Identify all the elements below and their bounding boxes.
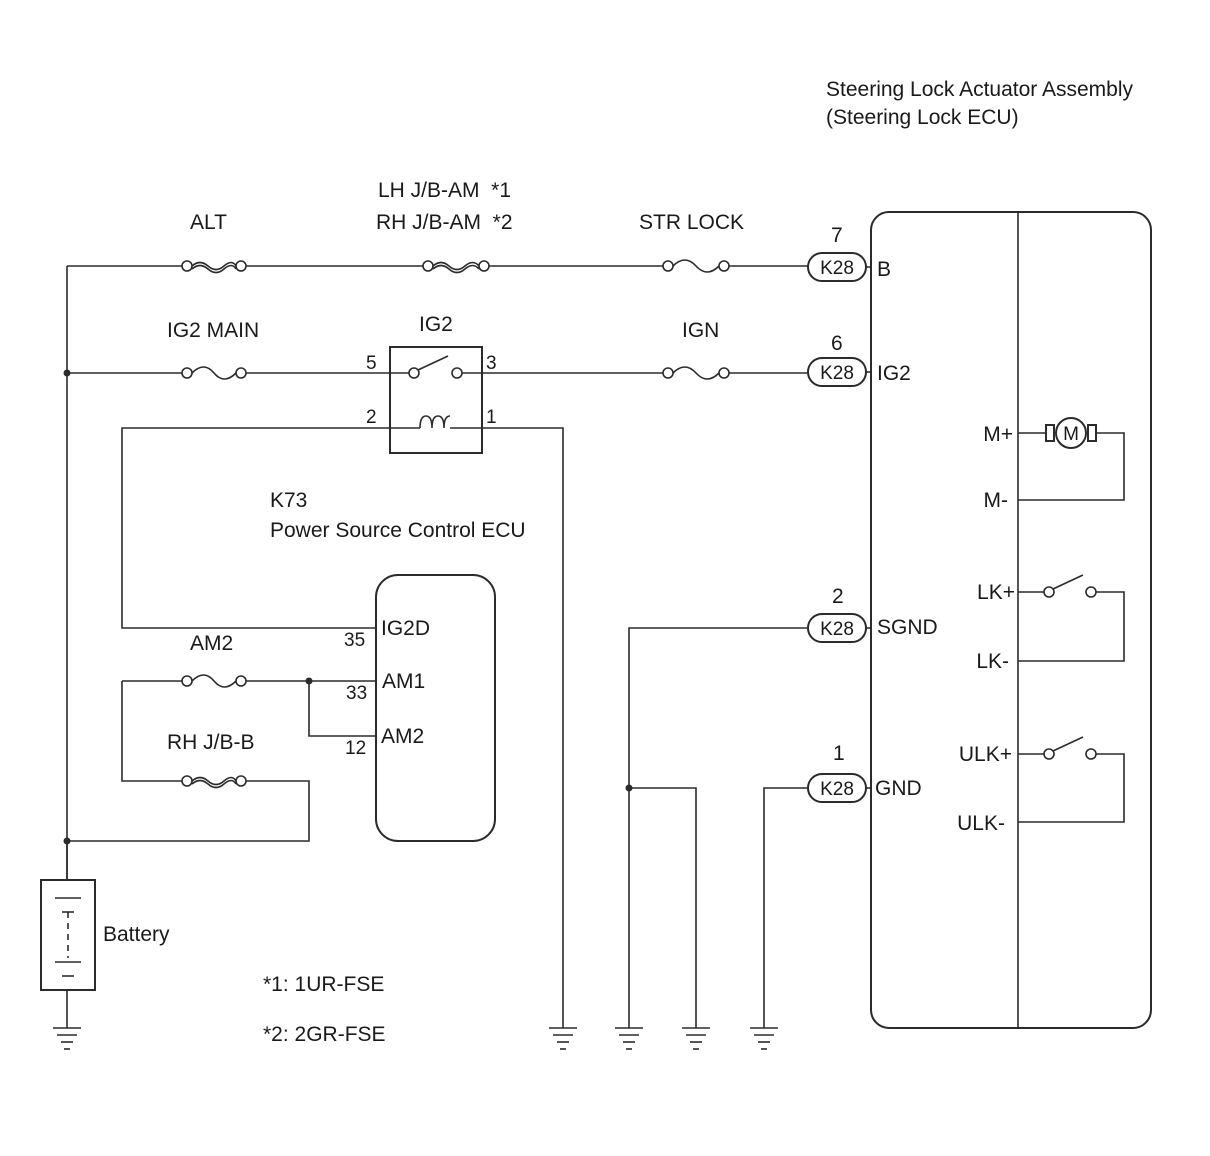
ground-icon	[750, 1027, 778, 1050]
power-ecu-pin-33: 33	[346, 683, 367, 704]
fuse-rh-jb-b-symbol	[181, 775, 247, 789]
motor-circuit-wire	[1018, 432, 1125, 501]
motor-symbol-label: M	[1063, 424, 1079, 445]
note-2: *2: 2GR-FSE	[263, 1023, 386, 1046]
junction-dot	[305, 677, 313, 685]
steering-ecu-title: Steering Lock Actuator Assembly	[826, 78, 1133, 101]
fuse-jb-am-label-2: RH J/B-AM *2	[376, 211, 513, 234]
fuse-jb-am-symbol	[422, 260, 490, 274]
pin-name-ig2: IG2	[877, 362, 911, 385]
fuse-alt-label: ALT	[190, 211, 227, 234]
fuse-str-lock-label: STR LOCK	[639, 211, 744, 234]
ground-icon	[53, 1027, 81, 1050]
note-1: *1: 1UR-FSE	[263, 973, 384, 996]
lk-pos-label: LK+	[977, 581, 1015, 604]
power-ecu-pin-am2: AM2	[381, 725, 424, 748]
junction-dot	[63, 837, 71, 845]
steering-ecu-subtitle: (Steering Lock ECU)	[826, 106, 1019, 129]
steering-lock-ecu-box	[870, 211, 1152, 1029]
ulk-pos-label: ULK+	[959, 743, 1012, 766]
battery-label: Battery	[103, 923, 170, 946]
ulk-switch-wire	[1018, 753, 1125, 823]
fuse-ign-symbol	[662, 366, 730, 380]
fuse-alt-symbol	[181, 260, 247, 274]
am2-wire	[308, 681, 376, 737]
ulk-switch-icon	[1043, 736, 1097, 760]
power-ecu-pin-ig2d: IG2D	[381, 617, 430, 640]
relay-pin-5: 5	[366, 353, 377, 374]
ulk-neg-label: ULK-	[957, 812, 1005, 835]
junction-dot	[625, 784, 633, 792]
relay-coil-icon	[419, 415, 451, 429]
k28-pin-2: 2	[832, 585, 844, 608]
fuse-rh-jb-b-label: RH J/B-B	[167, 731, 255, 754]
k28-pin-1: 1	[833, 742, 845, 765]
relay-contact-arm	[417, 355, 449, 371]
rh-jb-b-wire	[67, 681, 310, 842]
fuse-am2-symbol	[181, 674, 247, 688]
power-ecu-code: K73	[270, 489, 307, 512]
junction-dots	[63, 369, 633, 845]
ig2d-wire	[121, 427, 390, 629]
ground-icon	[682, 1027, 710, 1050]
motor-icon	[1045, 417, 1097, 449]
relay-box	[389, 346, 483, 454]
motor-pos-label: M+	[983, 423, 1013, 446]
fuse-ign-label: IGN	[682, 319, 719, 342]
fuse-str-lock-symbol	[662, 259, 730, 273]
relay-pin-1: 1	[486, 407, 497, 428]
motor-neg-label: M-	[984, 489, 1009, 512]
battery-icon	[40, 879, 96, 991]
ground-icon	[615, 1027, 643, 1050]
lk-neg-label: LK-	[976, 650, 1009, 673]
fuse-am2-label: AM2	[190, 632, 233, 655]
lk-switch-icon	[1043, 574, 1097, 598]
k28-pin-6: 6	[831, 332, 843, 355]
relay-coil-ground-wire	[482, 427, 564, 1028]
sgnd-wire	[628, 627, 808, 1028]
pin-name-sgnd: SGND	[877, 616, 938, 639]
k28-pin-7: 7	[831, 224, 843, 247]
relay-ig2	[389, 346, 483, 454]
pin-name-b: B	[877, 258, 891, 281]
k28-label: K28	[820, 258, 854, 279]
relay-pin-2: 2	[366, 407, 377, 428]
fuse-jb-am-label-1: LH J/B-AM *1	[378, 179, 511, 202]
junction-dot	[63, 369, 71, 377]
pin-name-gnd: GND	[875, 777, 922, 800]
k28-label: K28	[820, 779, 854, 800]
power-source-ecu-box	[375, 574, 496, 842]
fuse-ig2-main-label: IG2 MAIN	[167, 319, 259, 342]
lk-switch-wire	[1018, 591, 1125, 662]
power-ecu-pin-am1: AM1	[382, 670, 425, 693]
k28-label: K28	[820, 363, 854, 384]
relay-ig2-label: IG2	[419, 313, 453, 336]
power-ecu-name: Power Source Control ECU	[270, 519, 526, 542]
fuse-ig2-main-symbol	[181, 366, 247, 380]
power-ecu-pin-12: 12	[345, 738, 366, 759]
k28-connectors	[807, 252, 871, 803]
relay-pin-3: 3	[486, 353, 497, 374]
gnd-wire	[763, 787, 808, 1028]
ground-icon	[549, 1027, 577, 1050]
power-ecu-pin-35: 35	[344, 630, 365, 651]
k28-label: K28	[820, 619, 854, 640]
